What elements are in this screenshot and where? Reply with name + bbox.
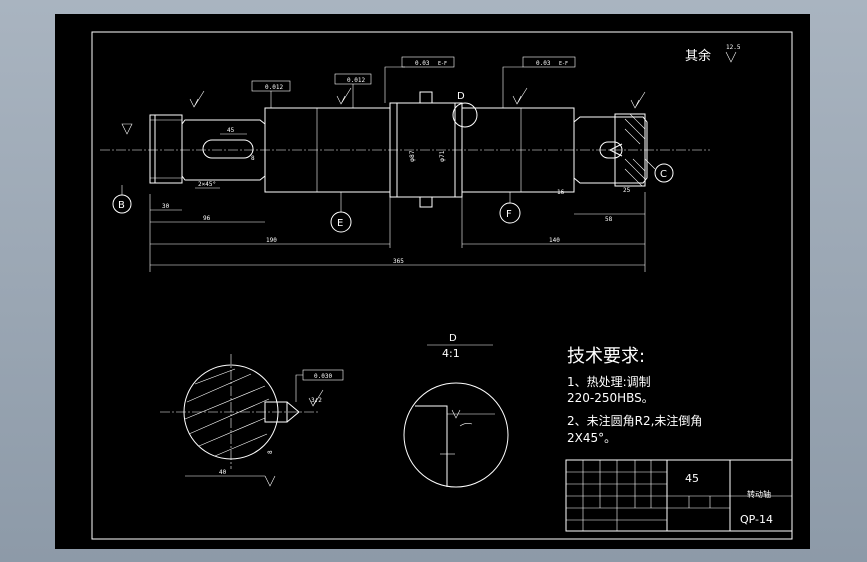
keyway-left (202, 139, 254, 159)
tolerance-frame-1: 0.012 (251, 80, 291, 92)
tolerance-frame-3: 0.03 E-F (401, 56, 455, 68)
svg-text:F: F (506, 209, 512, 220)
dim-left-length: 190 (266, 237, 277, 244)
detail-d-label: D (457, 91, 465, 102)
dim-length-25: 25 (623, 187, 631, 194)
technical-notes: 技术要求: 1、热处理:调制 220-250HBS。 2、未注圆角R2,未注倒角… (567, 346, 702, 445)
shaft-main-view: D φ87 φ71 0.012 0.012 0.03 E-F 0.03 E-F (100, 56, 710, 272)
svg-text:0.012: 0.012 (347, 77, 365, 84)
detail-d-view: D 4:1 (403, 333, 509, 488)
svg-text:0.03: 0.03 (415, 60, 430, 67)
dim-length-16: 16 (557, 189, 565, 196)
roughness-rest-label: 其余 (685, 48, 711, 64)
dim-dia-87: φ87 (409, 150, 416, 162)
notes-line-4: 2X45°。 (567, 431, 616, 445)
section-roughness: 3.2 (311, 397, 322, 404)
datum-c[interactable]: C (644, 158, 674, 183)
title-material: 45 (685, 472, 699, 485)
dim-length-96: 96 (203, 215, 211, 222)
title-block: 45 转动轴 QP-14 (565, 459, 793, 532)
notes-line-2: 220-250HBS。 (567, 391, 654, 405)
datum-e[interactable]: E (330, 192, 352, 233)
svg-text:0.03: 0.03 (536, 60, 551, 67)
drawing-canvas[interactable]: D φ87 φ71 0.012 0.012 0.03 E-F 0.03 E-F (55, 14, 810, 549)
roughness-rest-value: 12.5 (726, 44, 741, 51)
notes-line-3: 2、未注圆角R2,未注倒角 (567, 413, 702, 428)
dim-length-8: 8 (251, 155, 255, 162)
svg-text:B: B (118, 200, 125, 211)
drawing-border (91, 31, 793, 540)
notes-line-1: 1、热处理:调制 (567, 375, 651, 389)
tolerance-frame-2: 0.012 (334, 73, 372, 85)
section-circle (183, 364, 279, 460)
keyway-section-view: 0.030 40 8 3.2 (160, 354, 344, 487)
section-tolerance-frame: 0.030 (295, 369, 344, 402)
dim-right-length: 140 (549, 237, 560, 244)
detail-d-callout[interactable] (452, 102, 478, 128)
drawing-svg: D φ87 φ71 0.012 0.012 0.03 E-F 0.03 E-F (91, 31, 793, 540)
svg-text:E: E (337, 218, 343, 229)
datum-f[interactable]: F (499, 192, 521, 224)
title-drawing-no: QP-14 (740, 513, 773, 526)
section-dim-length: 40 (219, 469, 227, 476)
detail-scale: 4:1 (442, 347, 460, 360)
dim-total-length: 365 (393, 258, 404, 265)
detail-view-label: D (449, 333, 457, 344)
roughness-rest-symbol (725, 51, 737, 63)
dim-length-58: 58 (605, 216, 613, 223)
svg-text:E-F: E-F (559, 61, 568, 67)
svg-text:0.030: 0.030 (314, 373, 332, 380)
dim-length-45: 45 (227, 127, 235, 134)
keyway-right (599, 141, 623, 159)
detail-d-circle (403, 382, 509, 488)
datum-b[interactable]: B (112, 185, 132, 214)
tolerance-frame-4: 0.03 E-F (522, 56, 576, 68)
notes-title: 技术要求: (567, 346, 645, 367)
svg-text:0.012: 0.012 (265, 84, 283, 91)
svg-text:C: C (660, 169, 667, 180)
dim-dia-71: φ71 (439, 150, 446, 162)
title-part-name: 转动轴 (747, 489, 771, 499)
dim-length-30: 30 (162, 203, 170, 210)
section-dim-depth: 8 (267, 450, 274, 454)
dim-chamfer: 2×45° (198, 181, 216, 188)
svg-text:E-F: E-F (438, 61, 447, 67)
